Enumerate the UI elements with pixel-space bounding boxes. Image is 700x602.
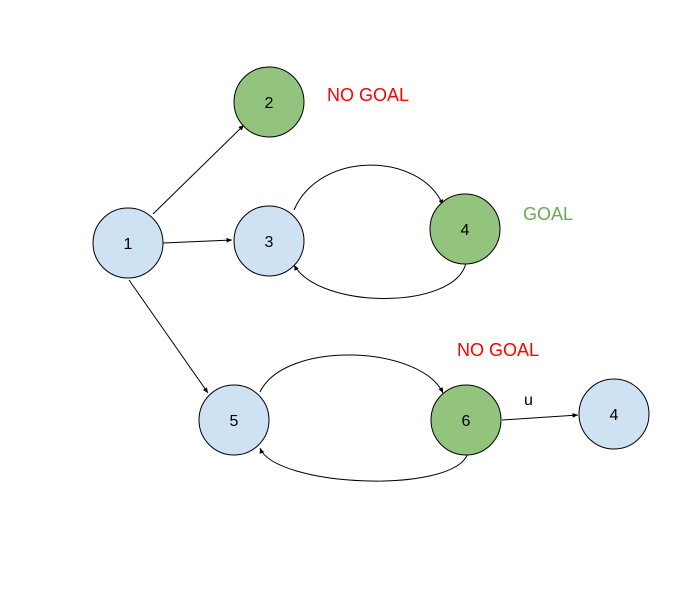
node-5-label: 5 (230, 413, 239, 430)
edge-1-to-3 (162, 237, 233, 244)
node-1: 1 (92, 207, 164, 279)
node-3-circle (233, 205, 305, 277)
node-4-end-circle (578, 378, 650, 450)
edge-5-to-6 (259, 354, 444, 394)
annotation-no-goal-top: NO GOAL (327, 85, 409, 105)
node-6: 6 (430, 384, 502, 456)
node-4-end-label: 4 (610, 407, 619, 424)
edge-6-to-5 (259, 447, 469, 482)
edge-1-to-5 (128, 279, 209, 394)
node-5-circle (198, 384, 270, 456)
edge-1-to-2 (152, 124, 245, 215)
node-4-goal-label: 4 (461, 222, 470, 239)
edge-label-u: u (524, 392, 533, 409)
node-2-label: 2 (265, 95, 274, 112)
annotations: NO GOAL GOAL NO GOAL (327, 85, 573, 360)
node-3-label: 3 (265, 234, 274, 251)
edge-6-to-4 (501, 412, 579, 421)
node-4-goal: 4 (429, 193, 501, 265)
annotation-goal: GOAL (523, 204, 573, 224)
node-4-goal-circle (429, 193, 501, 265)
edges: u (128, 124, 579, 482)
node-2: 2 (233, 66, 305, 138)
node-6-circle (430, 384, 502, 456)
node-6-label: 6 (462, 413, 471, 430)
annotation-no-goal-bottom: NO GOAL (457, 340, 539, 360)
node-1-circle (92, 207, 164, 279)
node-2-circle (233, 66, 305, 138)
node-4-end: 4 (578, 378, 650, 450)
nodes: 1 2 3 4 5 6 4 (92, 66, 650, 456)
node-5: 5 (198, 384, 270, 456)
edge-3-to-4 (293, 164, 444, 211)
edge-4-to-3 (293, 262, 467, 299)
node-3: 3 (233, 205, 305, 277)
node-1-label: 1 (124, 236, 133, 253)
